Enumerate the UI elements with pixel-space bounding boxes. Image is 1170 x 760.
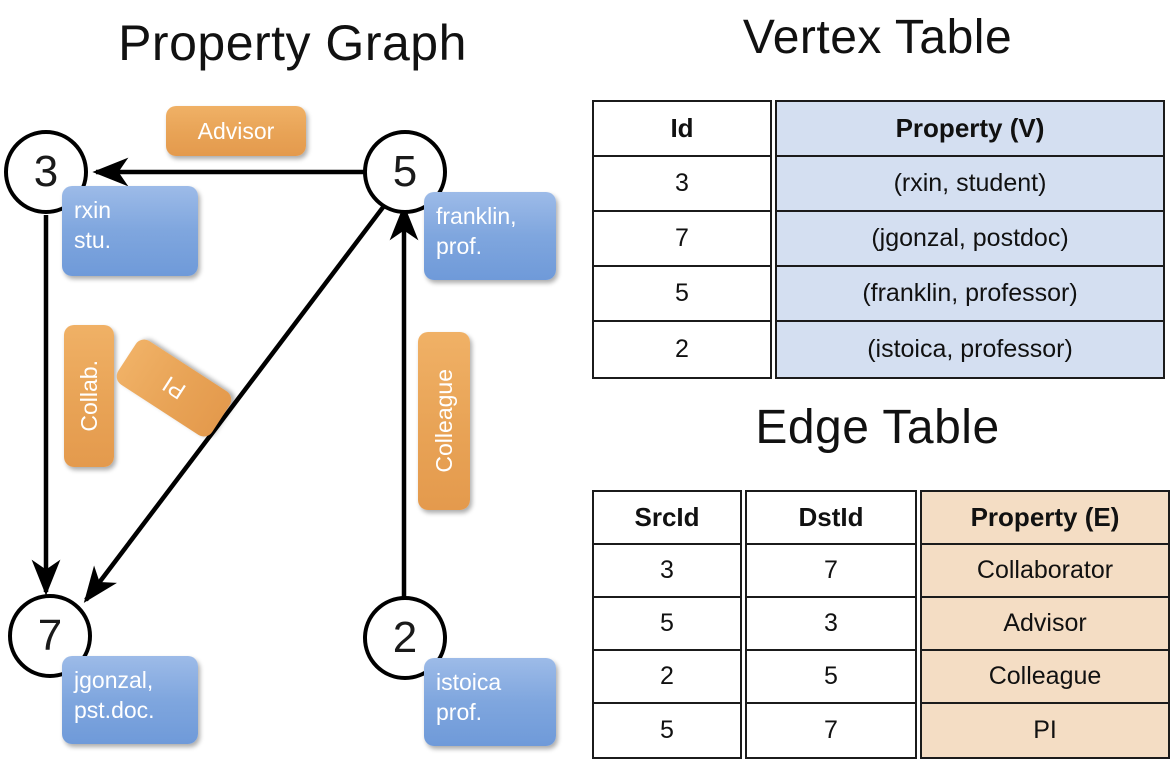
vertex-property-box-istoica[interactable]: istoica prof. — [424, 658, 556, 746]
vertex-table: Id 3 7 5 2 Property (V) (rxin, student) … — [592, 100, 1165, 379]
graph-node-3-label: 3 — [33, 147, 59, 196]
edge-table-row: Colleague — [922, 651, 1168, 704]
edge-table-header-dstid: DstId — [747, 492, 915, 545]
vertex-table-id-column: Id 3 7 5 2 — [592, 100, 772, 379]
vertex-property-jgonzal-line2: pst.doc. — [74, 697, 155, 724]
edge-table-row: 3 — [594, 545, 740, 598]
vertex-table-header-property: Property (V) — [777, 102, 1163, 157]
edge-table-header-property: Property (E) — [922, 492, 1168, 545]
graph-node-7-label: 7 — [37, 611, 63, 660]
vertex-property-franklin-line1: franklin, — [436, 203, 517, 229]
edge-table-row: 7 — [824, 716, 838, 744]
edge-table-row: 3 — [747, 598, 915, 651]
vertex-property-rxin-line1: rxin — [74, 197, 112, 223]
vertex-table-header-id: Id — [594, 102, 770, 157]
edge-label-advisor-text: Advisor — [197, 117, 275, 144]
edge-label-pi-text: PI — [157, 371, 190, 406]
vertex-property-box-franklin[interactable]: franklin, prof. — [424, 192, 556, 280]
edge-label-colleague-text: Colleague — [430, 369, 457, 473]
vertex-table-row: 5 — [594, 267, 770, 322]
edge-table-dstid-column: DstId 7 3 5 7 — [745, 490, 917, 759]
graph-node-2-label: 2 — [392, 613, 418, 662]
vertex-table-title: Vertex Table — [742, 11, 1013, 64]
graph-node-2[interactable]: 2 — [363, 596, 447, 680]
edge-table-row: 2 — [594, 651, 740, 704]
vertex-table-row: (istoica, professor) — [867, 335, 1073, 363]
edge-table-row: PI — [1033, 716, 1057, 744]
edge-label-colleague[interactable]: Colleague — [418, 332, 470, 510]
graph-edges-canvas — [31, 157, 419, 603]
vertex-property-istoica-line2: prof. — [436, 699, 483, 726]
vertex-property-jgonzal-line1: jgonzal, — [74, 667, 154, 693]
vertex-property-box-rxin[interactable]: rxin stu. — [62, 186, 198, 276]
edge-table-row: 5 — [747, 651, 915, 704]
vertex-table-row: (rxin, student) — [777, 157, 1163, 212]
vertex-table-row: (jgonzal, postdoc) — [777, 212, 1163, 267]
vertex-table-row: 7 — [594, 212, 770, 267]
edge-table-row: Collaborator — [922, 545, 1168, 598]
edge-5-to-7 — [83, 196, 392, 603]
edge-table-srcid-column: SrcId 3 5 2 5 — [592, 490, 742, 759]
vertex-property-box-jgonzal[interactable]: jgonzal, pst.doc. — [62, 656, 198, 744]
edge-table-row: 7 — [747, 545, 915, 598]
edge-table-row: 5 — [660, 716, 674, 744]
vertex-table-property-column: Property (V) (rxin, student) (jgonzal, p… — [775, 100, 1165, 379]
vertex-property-istoica-line1: istoica — [436, 669, 502, 695]
property-graph-title: Property Graph — [118, 15, 467, 71]
vertex-table-row: 3 — [594, 157, 770, 212]
edge-table-title: Edge Table — [755, 401, 1000, 454]
edge-table: SrcId 3 5 2 5 DstId 7 3 5 7 Property (E)… — [592, 490, 1170, 759]
vertex-table-row: (franklin, professor) — [777, 267, 1163, 322]
edge-label-advisor[interactable]: Advisor — [166, 106, 306, 156]
edge-table-row: Advisor — [922, 598, 1168, 651]
edge-table-property-column: Property (E) Collaborator Advisor Collea… — [920, 490, 1170, 759]
edge-label-collab-text: Collab. — [75, 360, 102, 432]
edge-table-row: 5 — [594, 598, 740, 651]
vertex-property-franklin-line2: prof. — [436, 233, 483, 260]
vertex-property-rxin-line2: stu. — [74, 227, 112, 254]
edge-table-header-srcid: SrcId — [594, 492, 740, 545]
edge-label-collab[interactable]: Collab. — [64, 325, 114, 467]
vertex-table-row: 2 — [675, 335, 689, 363]
graph-node-5-label: 5 — [392, 147, 418, 196]
